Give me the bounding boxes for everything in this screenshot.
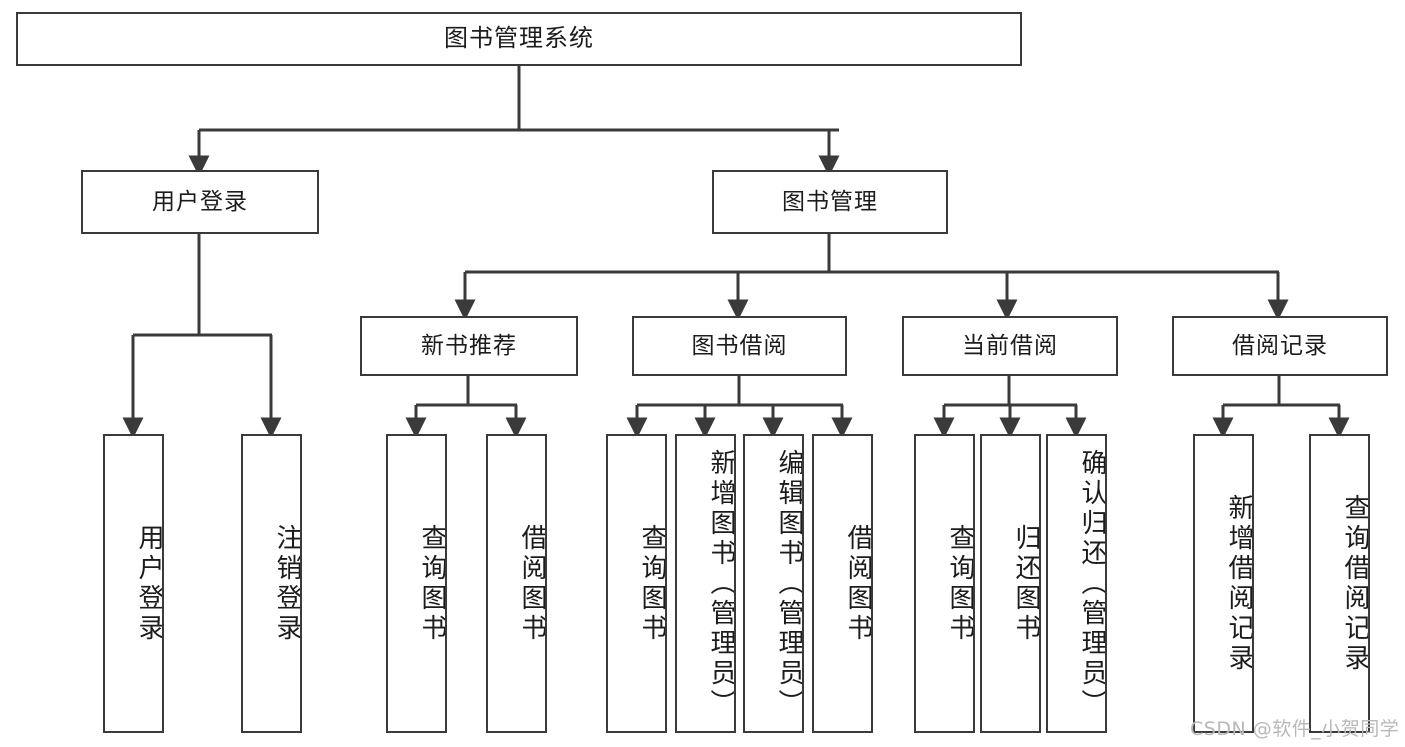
leaf-query-book-2[interactable]: 查询图书 [606,434,667,733]
csdn-watermark: CSDN @软件_小贺同学 [1190,718,1400,740]
node-current-borrow[interactable]: 当前借阅 [902,316,1118,376]
leaf-add-book-admin[interactable]: 新增图书（管理员） [675,434,736,733]
leaf-query-book-1[interactable]: 查询图书 [386,434,447,733]
leaf-query-book-3[interactable]: 查询图书 [914,434,975,733]
leaf-edit-book-admin[interactable]: 编辑图书（管理员） [743,434,804,733]
leaf-logout[interactable]: 注销登录 [241,434,302,733]
root-node[interactable]: 图书管理系统 [16,12,1022,66]
node-book-management[interactable]: 图书管理 [712,170,948,234]
node-book-borrow[interactable]: 图书借阅 [632,316,847,376]
leaf-add-borrow-record[interactable]: 新增借阅记录 [1193,434,1254,733]
leaf-borrow-book-2[interactable]: 借阅图书 [812,434,873,733]
leaf-borrow-book-1[interactable]: 借阅图书 [486,434,547,733]
leaf-return-book[interactable]: 归还图书 [980,434,1041,733]
node-user-login[interactable]: 用户登录 [81,170,319,234]
node-borrow-record[interactable]: 借阅记录 [1172,316,1388,376]
leaf-confirm-return-admin[interactable]: 确认归还（管理员） [1046,434,1107,733]
leaf-query-borrow-record[interactable]: 查询借阅记录 [1309,434,1370,733]
leaf-user-login[interactable]: 用户登录 [103,434,164,733]
node-new-book-recommend[interactable]: 新书推荐 [360,316,578,376]
